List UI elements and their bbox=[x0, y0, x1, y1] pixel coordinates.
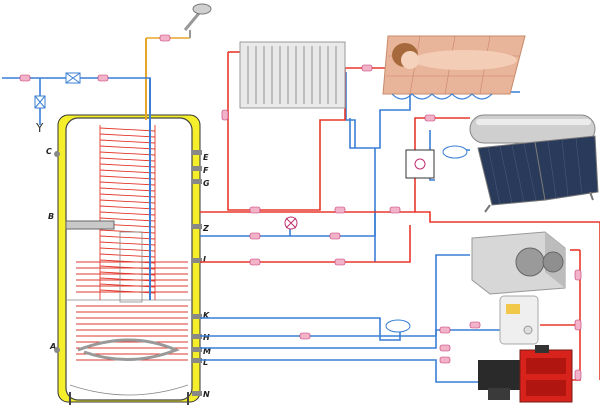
floor-heating-photo bbox=[382, 35, 526, 100]
port-label-e: E bbox=[203, 153, 209, 162]
heat-pump-icon bbox=[471, 231, 566, 295]
wall-boiler-icon bbox=[499, 295, 539, 345]
port-labels: C B A E F G Z I K H M L N bbox=[46, 147, 211, 399]
tank-bottom-curve bbox=[69, 384, 189, 396]
electric-heater bbox=[65, 220, 115, 230]
port-label-i: I bbox=[203, 255, 206, 264]
port-label-z: Z bbox=[202, 224, 209, 233]
lower-coil bbox=[76, 261, 188, 361]
tank-body bbox=[65, 117, 193, 401]
port-label-l: L bbox=[203, 358, 208, 367]
solid-fuel-boiler-icon bbox=[478, 345, 573, 403]
hot-pipes bbox=[200, 51, 600, 381]
expansion-vessels bbox=[385, 145, 468, 333]
port-label-a: A bbox=[49, 342, 56, 351]
port-label-g: G bbox=[203, 179, 210, 188]
radiator-icon bbox=[239, 41, 346, 109]
upper-coil bbox=[99, 125, 156, 300]
valves: Y bbox=[34, 72, 81, 135]
port-label-n: N bbox=[203, 390, 210, 399]
svg-text:Y: Y bbox=[35, 121, 44, 135]
bottom-spiral bbox=[77, 338, 180, 361]
expansion-vessel-lower bbox=[385, 319, 411, 333]
port-label-f: F bbox=[203, 166, 209, 175]
port-label-m: M bbox=[203, 347, 211, 356]
mixing-valve bbox=[284, 216, 298, 230]
storage-tank bbox=[57, 38, 201, 405]
port-label-k: K bbox=[203, 311, 210, 320]
solar-pump-station bbox=[405, 149, 435, 179]
port-label-b: B bbox=[48, 212, 54, 221]
shower-head-icon bbox=[183, 3, 212, 38]
solar-collector-icon bbox=[469, 114, 599, 213]
expansion-vessel-solar bbox=[442, 145, 468, 159]
flow-arrows bbox=[19, 34, 582, 381]
port-label-c: C bbox=[46, 147, 52, 156]
port-fittings bbox=[54, 150, 202, 396]
inner-tube bbox=[119, 231, 143, 303]
port-label-h: H bbox=[203, 333, 210, 342]
